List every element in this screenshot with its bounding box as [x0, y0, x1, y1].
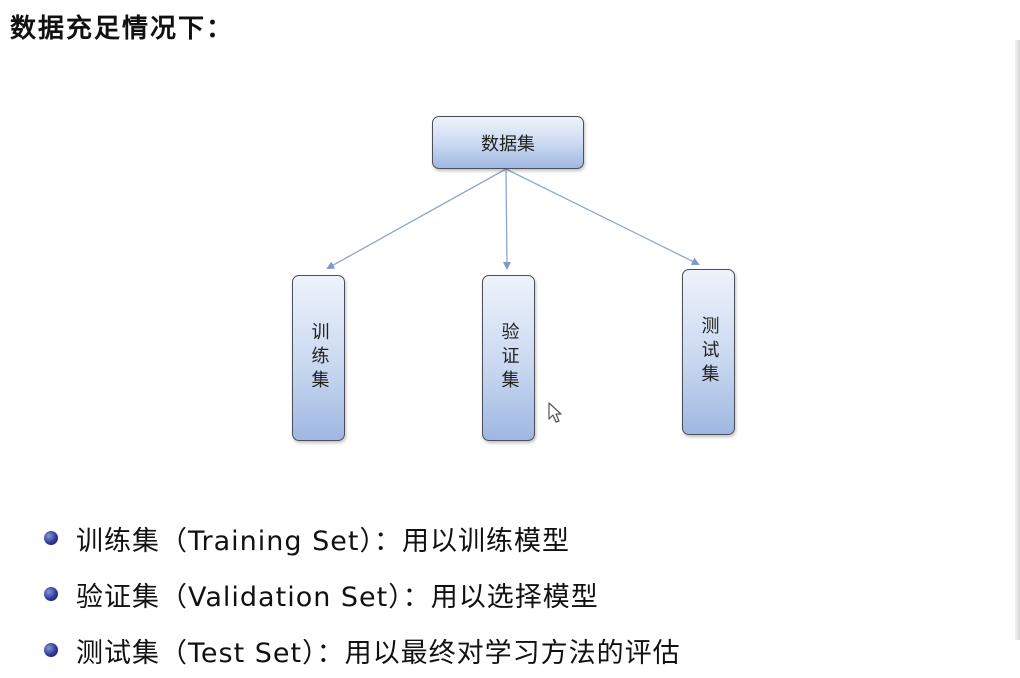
- connector-root-to-train: [326, 168, 507, 269]
- hierarchy-diagram: [326, 168, 700, 270]
- mouse-pointer-icon: [548, 402, 562, 423]
- scrollbar-edge: [1015, 40, 1020, 640]
- node-test-set: 测试集: [682, 269, 735, 435]
- connector-root-to-test: [505, 168, 700, 265]
- list-item: 训练集（Training Set）：用以训练模型: [44, 510, 681, 566]
- bullet-list: 训练集（Training Set）：用以训练模型 验证集（Validation …: [44, 510, 681, 678]
- list-item: 测试集（Test Set）：用以最终对学习方法的评估: [44, 622, 681, 678]
- node-validation-set: 验证集: [482, 275, 535, 441]
- bullet-text: 验证集（Validation Set）：用以选择模型: [76, 581, 599, 613]
- bullet-text: 测试集（Test Set）：用以最终对学习方法的评估: [76, 637, 681, 669]
- bullet-dot-icon: [44, 531, 58, 545]
- node-dataset: 数据集: [432, 116, 584, 169]
- list-item: 验证集（Validation Set）：用以选择模型: [44, 566, 681, 622]
- node-training-set: 训练集: [292, 275, 345, 441]
- connector-root-to-val: [502, 168, 511, 270]
- bullet-dot-icon: [44, 587, 58, 601]
- page-title: 数据充足情况下：: [10, 14, 235, 44]
- bullet-dot-icon: [44, 643, 58, 657]
- bullet-text: 训练集（Training Set）：用以训练模型: [76, 525, 570, 557]
